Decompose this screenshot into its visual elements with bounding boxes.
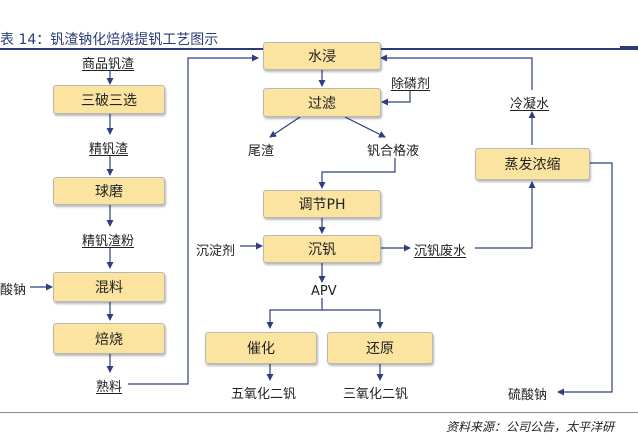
label-chulinji: 除磷剂 — [391, 77, 431, 92]
box-huanyuan: 还原 — [327, 332, 433, 364]
source-note: 资料来源：公司公告，太平洋研 — [446, 420, 615, 434]
box-chenfan: 沉钒 — [263, 235, 381, 263]
arrow-lengning-shuijin — [380, 54, 533, 90]
label-suanna: 酸钠 — [0, 283, 27, 298]
arrow-zhengfa-liusuanna — [557, 162, 613, 396]
arrow-guolv-fange — [344, 116, 386, 138]
footer-rule — [0, 412, 638, 413]
label-wuyanghua-erfan: 五氧化二钒 — [231, 387, 297, 402]
box-shuijin: 水浸 — [263, 42, 381, 70]
box-tiaojie: 调节PH — [263, 190, 381, 218]
arrow-apv-split — [266, 298, 323, 329]
arrow-guolv-weizha — [269, 116, 301, 138]
label-apv: APV — [311, 284, 337, 299]
label-fan-hegeye: 钒合格液 — [367, 144, 420, 159]
label-shuliao: 熟料 — [96, 380, 123, 395]
label-weizha: 尾渣 — [248, 144, 275, 159]
arrow-feishui-zhengfa — [475, 181, 536, 249]
label-lengningshui: 冷凝水 — [510, 97, 550, 112]
arrow-fange-tiaojie — [318, 158, 396, 189]
label-liusuanna: 硫酸钠 — [508, 388, 548, 403]
box-sanpo: 三破三选 — [53, 85, 165, 114]
label-jingfanzhafen: 精钒渣粉 — [82, 234, 135, 249]
header-rule-right — [620, 46, 638, 48]
arrow-shuliao-shuijin — [128, 54, 259, 385]
arrow-chulin-guolv — [381, 90, 411, 106]
label-sanyanghua-erfan: 三氧化二钒 — [343, 387, 409, 402]
box-hunliao: 混料 — [53, 272, 165, 302]
figure-title: 表 14：钒渣钠化焙烧提钒工艺图示 — [0, 32, 219, 48]
arrow-apv-huanyuan — [322, 309, 384, 329]
box-zhengfa: 蒸发浓缩 — [475, 148, 590, 180]
box-cuihua: 催化 — [205, 332, 317, 364]
label-jingfanzha: 精钒渣 — [89, 142, 129, 157]
box-guolv: 过滤 — [263, 88, 381, 117]
label-chendianji: 沉淀剂 — [196, 244, 236, 259]
box-qiumo: 球磨 — [53, 177, 165, 205]
label-shangpin-fanzha: 商品钒渣 — [82, 57, 135, 72]
box-beishao: 焙烧 — [53, 323, 165, 354]
label-chenfan-feishui: 沉钒废水 — [414, 244, 467, 259]
